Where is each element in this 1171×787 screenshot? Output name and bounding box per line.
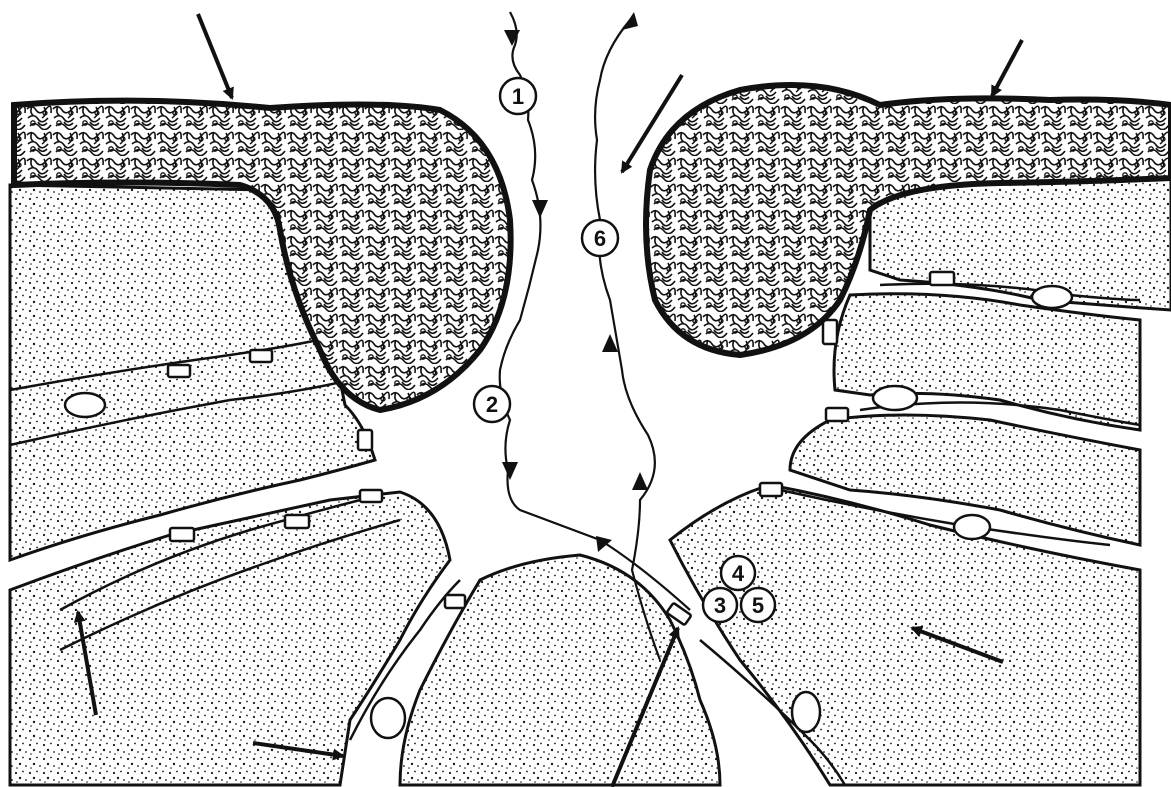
arrowhead-icon (502, 462, 518, 480)
marker-2: 2 (474, 386, 510, 422)
marker-3: 3 (703, 588, 737, 622)
right-tissue-band-1 (834, 294, 1140, 430)
cell-oval (954, 515, 990, 539)
marker-2-label: 2 (486, 392, 498, 417)
right-tissue-upper (870, 175, 1171, 310)
marker-6-label: 6 (594, 226, 606, 251)
cell-rect (930, 272, 954, 285)
marker-1: 1 (500, 78, 536, 114)
cell-oval (873, 386, 917, 410)
cell-rect (360, 490, 382, 502)
cell-rect (285, 515, 309, 528)
cell-oval (371, 698, 405, 738)
cell-oval (792, 692, 820, 732)
arrowhead-icon (632, 472, 648, 490)
marker-1-label: 1 (512, 84, 524, 109)
cell-rect (760, 483, 782, 496)
left-tissue-lower (400, 555, 720, 785)
cell-oval (1032, 286, 1072, 308)
cell-oval (65, 393, 105, 417)
arrowhead-icon (596, 536, 612, 552)
cell-rect (358, 430, 372, 450)
marker-4: 4 (721, 556, 755, 590)
arrow-icon (198, 14, 232, 98)
marker-3-label: 3 (714, 593, 726, 618)
arrowhead-icon (622, 12, 638, 30)
cell-rect (168, 365, 190, 377)
cell-rect (826, 408, 848, 421)
cell-rect (823, 320, 837, 344)
arrow-icon (992, 40, 1022, 96)
cell-rect (250, 350, 272, 362)
marker-4-label: 4 (732, 561, 745, 586)
arrowhead-icon (532, 200, 548, 218)
marker-6: 6 (582, 220, 618, 256)
cell-rect (445, 595, 465, 608)
cell-rect (170, 528, 194, 541)
marker-5: 5 (741, 588, 775, 622)
marker-5-label: 5 (752, 593, 764, 618)
